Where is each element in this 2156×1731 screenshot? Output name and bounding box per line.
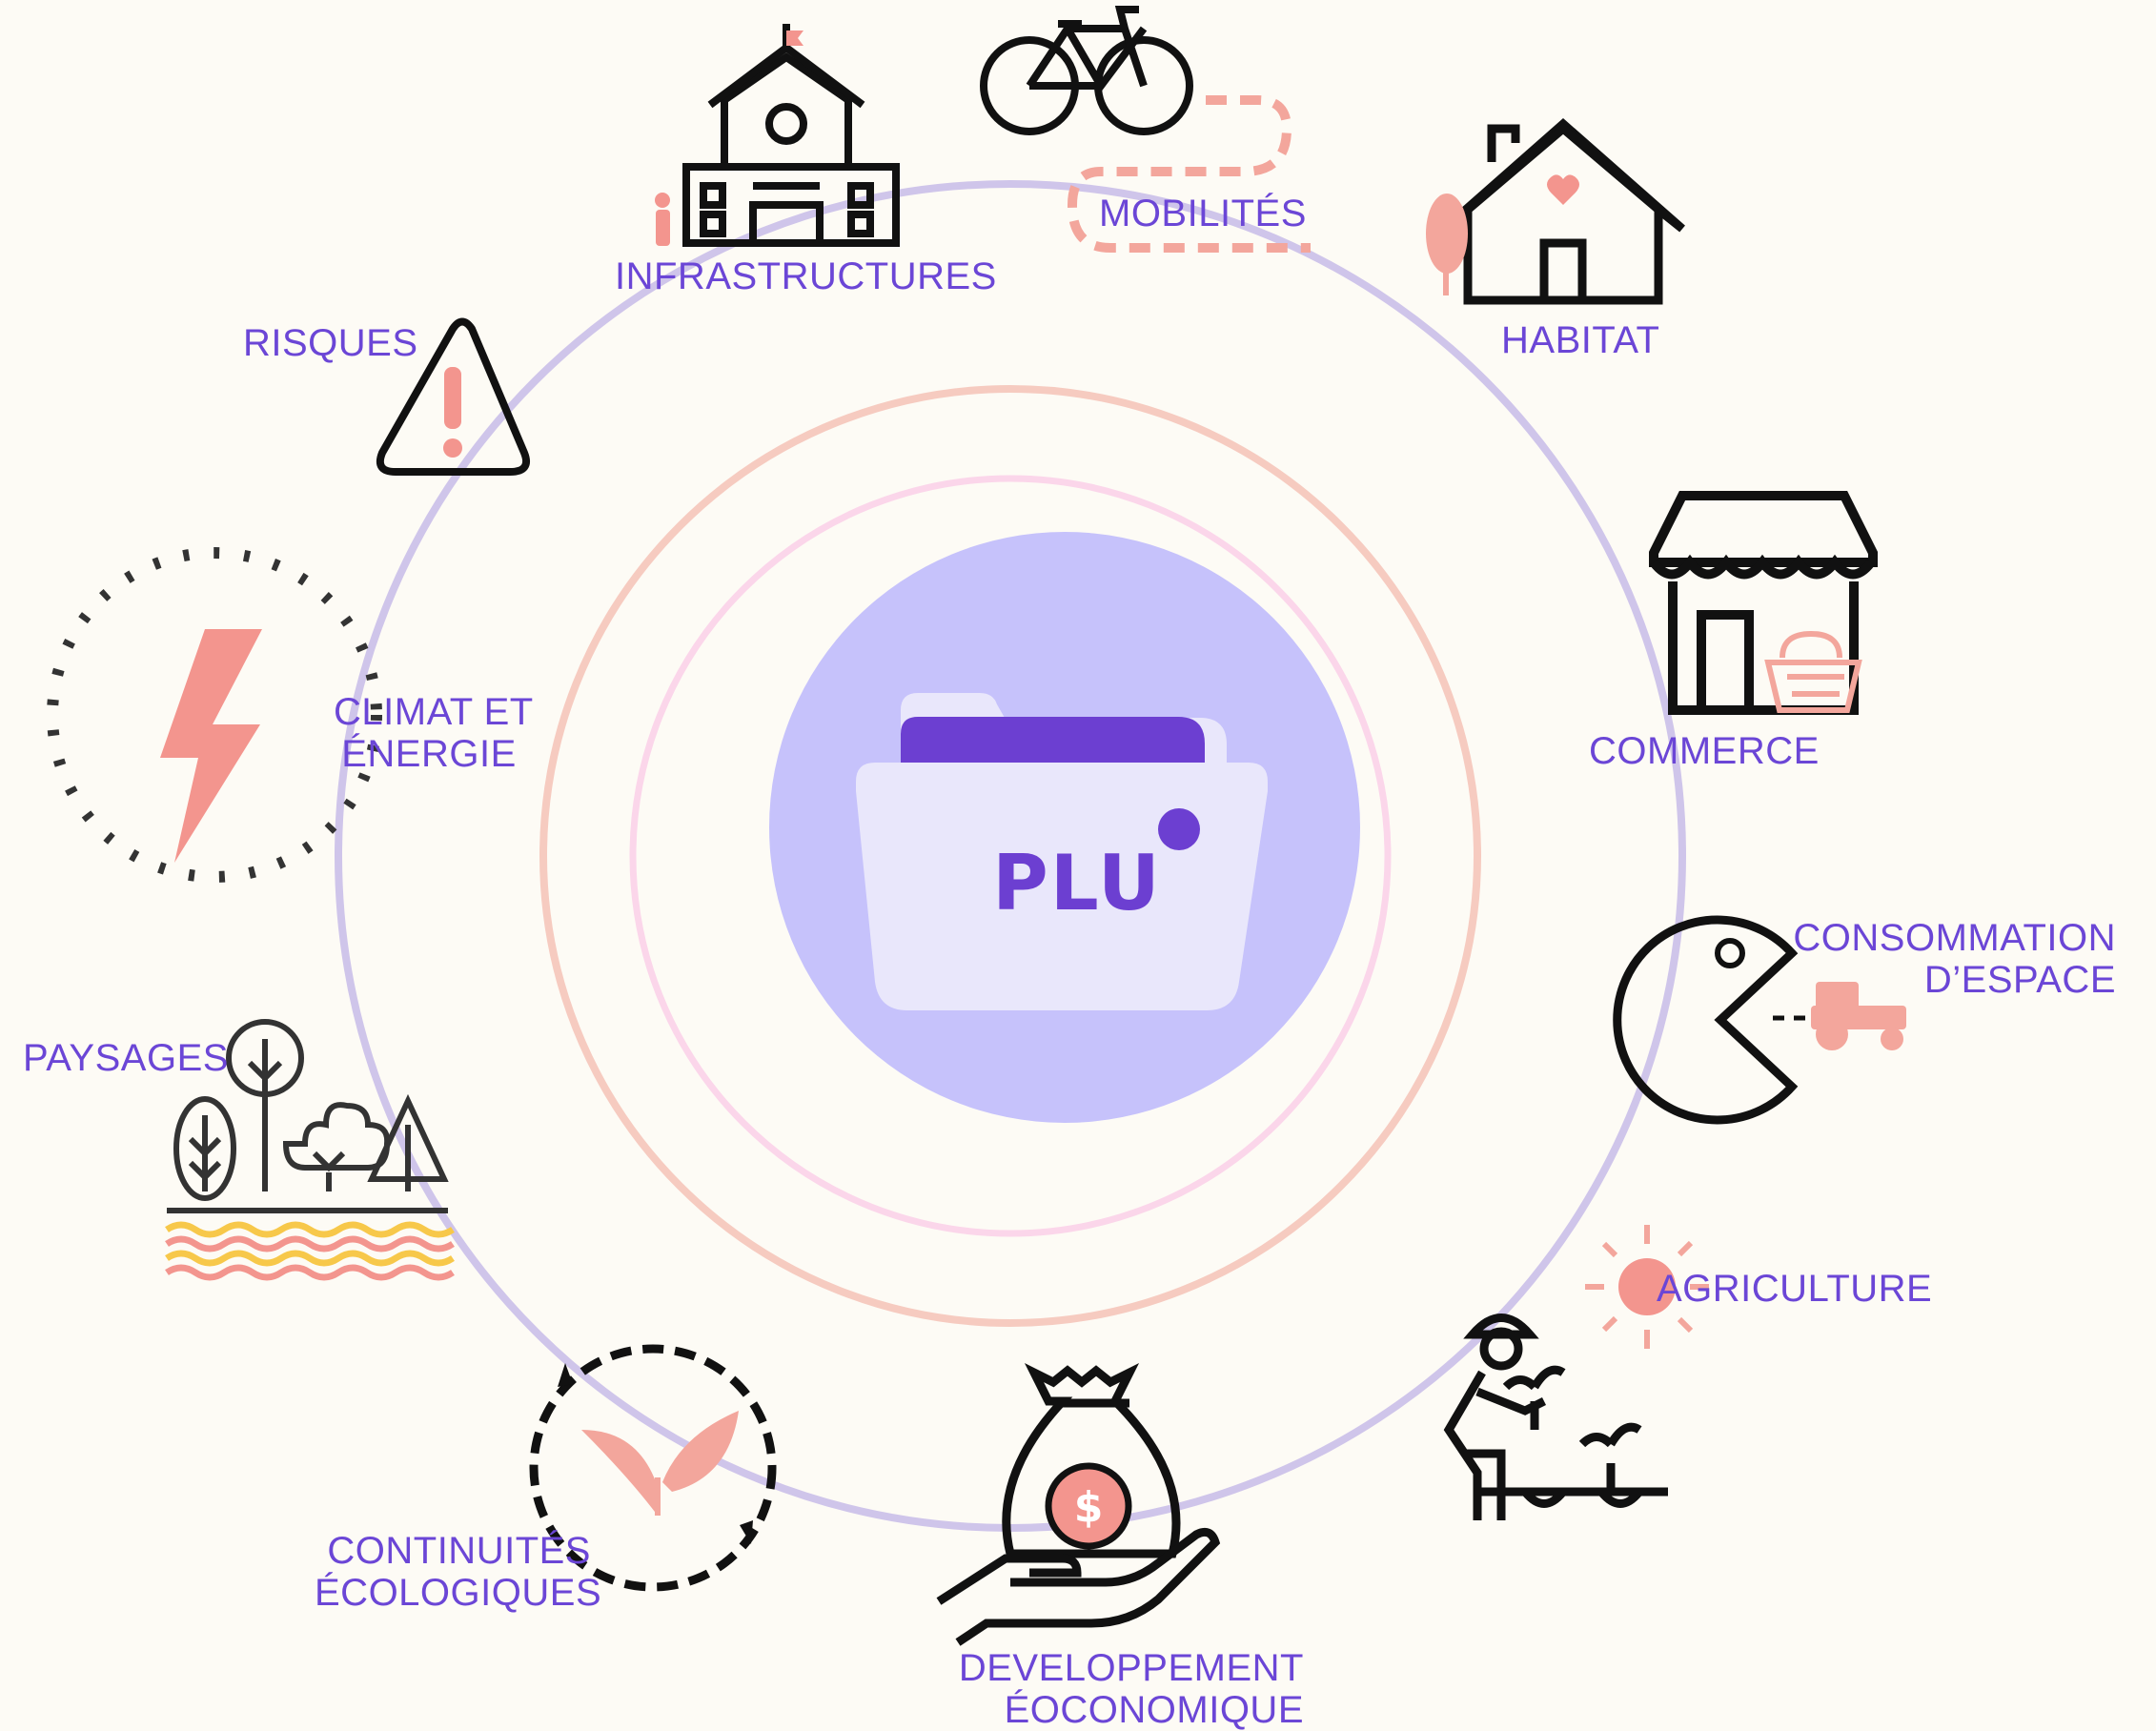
label-consommation-line-1: CONSOMMATION <box>1793 917 2116 959</box>
tree-icon <box>1426 193 1468 295</box>
center-folder <box>769 532 1360 1123</box>
person-icon <box>655 193 670 246</box>
dollar-icon: $ <box>1074 1483 1104 1532</box>
school-flag-icon <box>786 31 803 46</box>
label-consommation-line-2: D’ESPACE <box>1923 959 2116 1001</box>
label-paysages: PAYSAGES <box>23 1037 229 1079</box>
bicycle-icon <box>980 5 1193 135</box>
folder-icon <box>856 693 1268 1010</box>
pacman-tractor-icon <box>1613 915 1906 1125</box>
lightning-ring-icon <box>47 547 382 883</box>
waves-icon <box>165 1221 455 1281</box>
label-developpement-line-2: ÉOCONOMIQUE <box>1004 1689 1304 1731</box>
label-risques: RISQUES <box>243 322 418 364</box>
label-infrastructures: INFRASTRUCTURES <box>615 255 997 297</box>
middle-ring <box>539 385 1481 1327</box>
money-bag-hand-icon: $ <box>936 1362 1221 1646</box>
label-climat: CLIMAT ET ÉNERGIE <box>334 691 534 775</box>
plu-title: PLU <box>992 839 1162 927</box>
label-continuites: CONTINUITÉS ÉCOLOGIQUES <box>315 1530 602 1614</box>
warning-triangle-icon <box>376 317 531 476</box>
basket-icon <box>1764 630 1862 713</box>
mobilites-path-icon <box>1067 95 1311 253</box>
label-agriculture: AGRICULTURE <box>1657 1268 1933 1310</box>
label-developpement-line-1: DEVELOPPEMENT <box>958 1647 1304 1689</box>
shop-icon <box>1649 491 1878 715</box>
label-climat-line-1: CLIMAT ET <box>334 691 534 733</box>
leaves-cycle-icon <box>529 1344 777 1592</box>
label-developpement: DEVELOPPEMENT ÉOCONOMIQUE <box>953 1647 1304 1731</box>
label-continuites-line-1: CONTINUITÉS <box>327 1530 591 1572</box>
label-mobilites: MOBILITÉS <box>1099 193 1307 234</box>
label-habitat: HABITAT <box>1501 319 1660 361</box>
label-continuites-line-2: ÉCOLOGIQUES <box>315 1572 602 1614</box>
label-consommation: CONSOMMATION D’ESPACE <box>1792 917 2116 1001</box>
label-commerce: COMMERCE <box>1589 730 1820 772</box>
farmer-icon <box>1443 1314 1668 1520</box>
inner-ring <box>629 475 1392 1237</box>
label-climat-line-2: ÉNERGIE <box>341 733 517 775</box>
house-icon <box>1441 118 1685 305</box>
lightning-bolt-icon <box>160 629 262 863</box>
heart-icon <box>1547 174 1579 205</box>
school-building-icon <box>682 24 900 247</box>
sun-icon <box>1585 1225 1709 1349</box>
trees-landscape-icon <box>167 1019 449 1213</box>
